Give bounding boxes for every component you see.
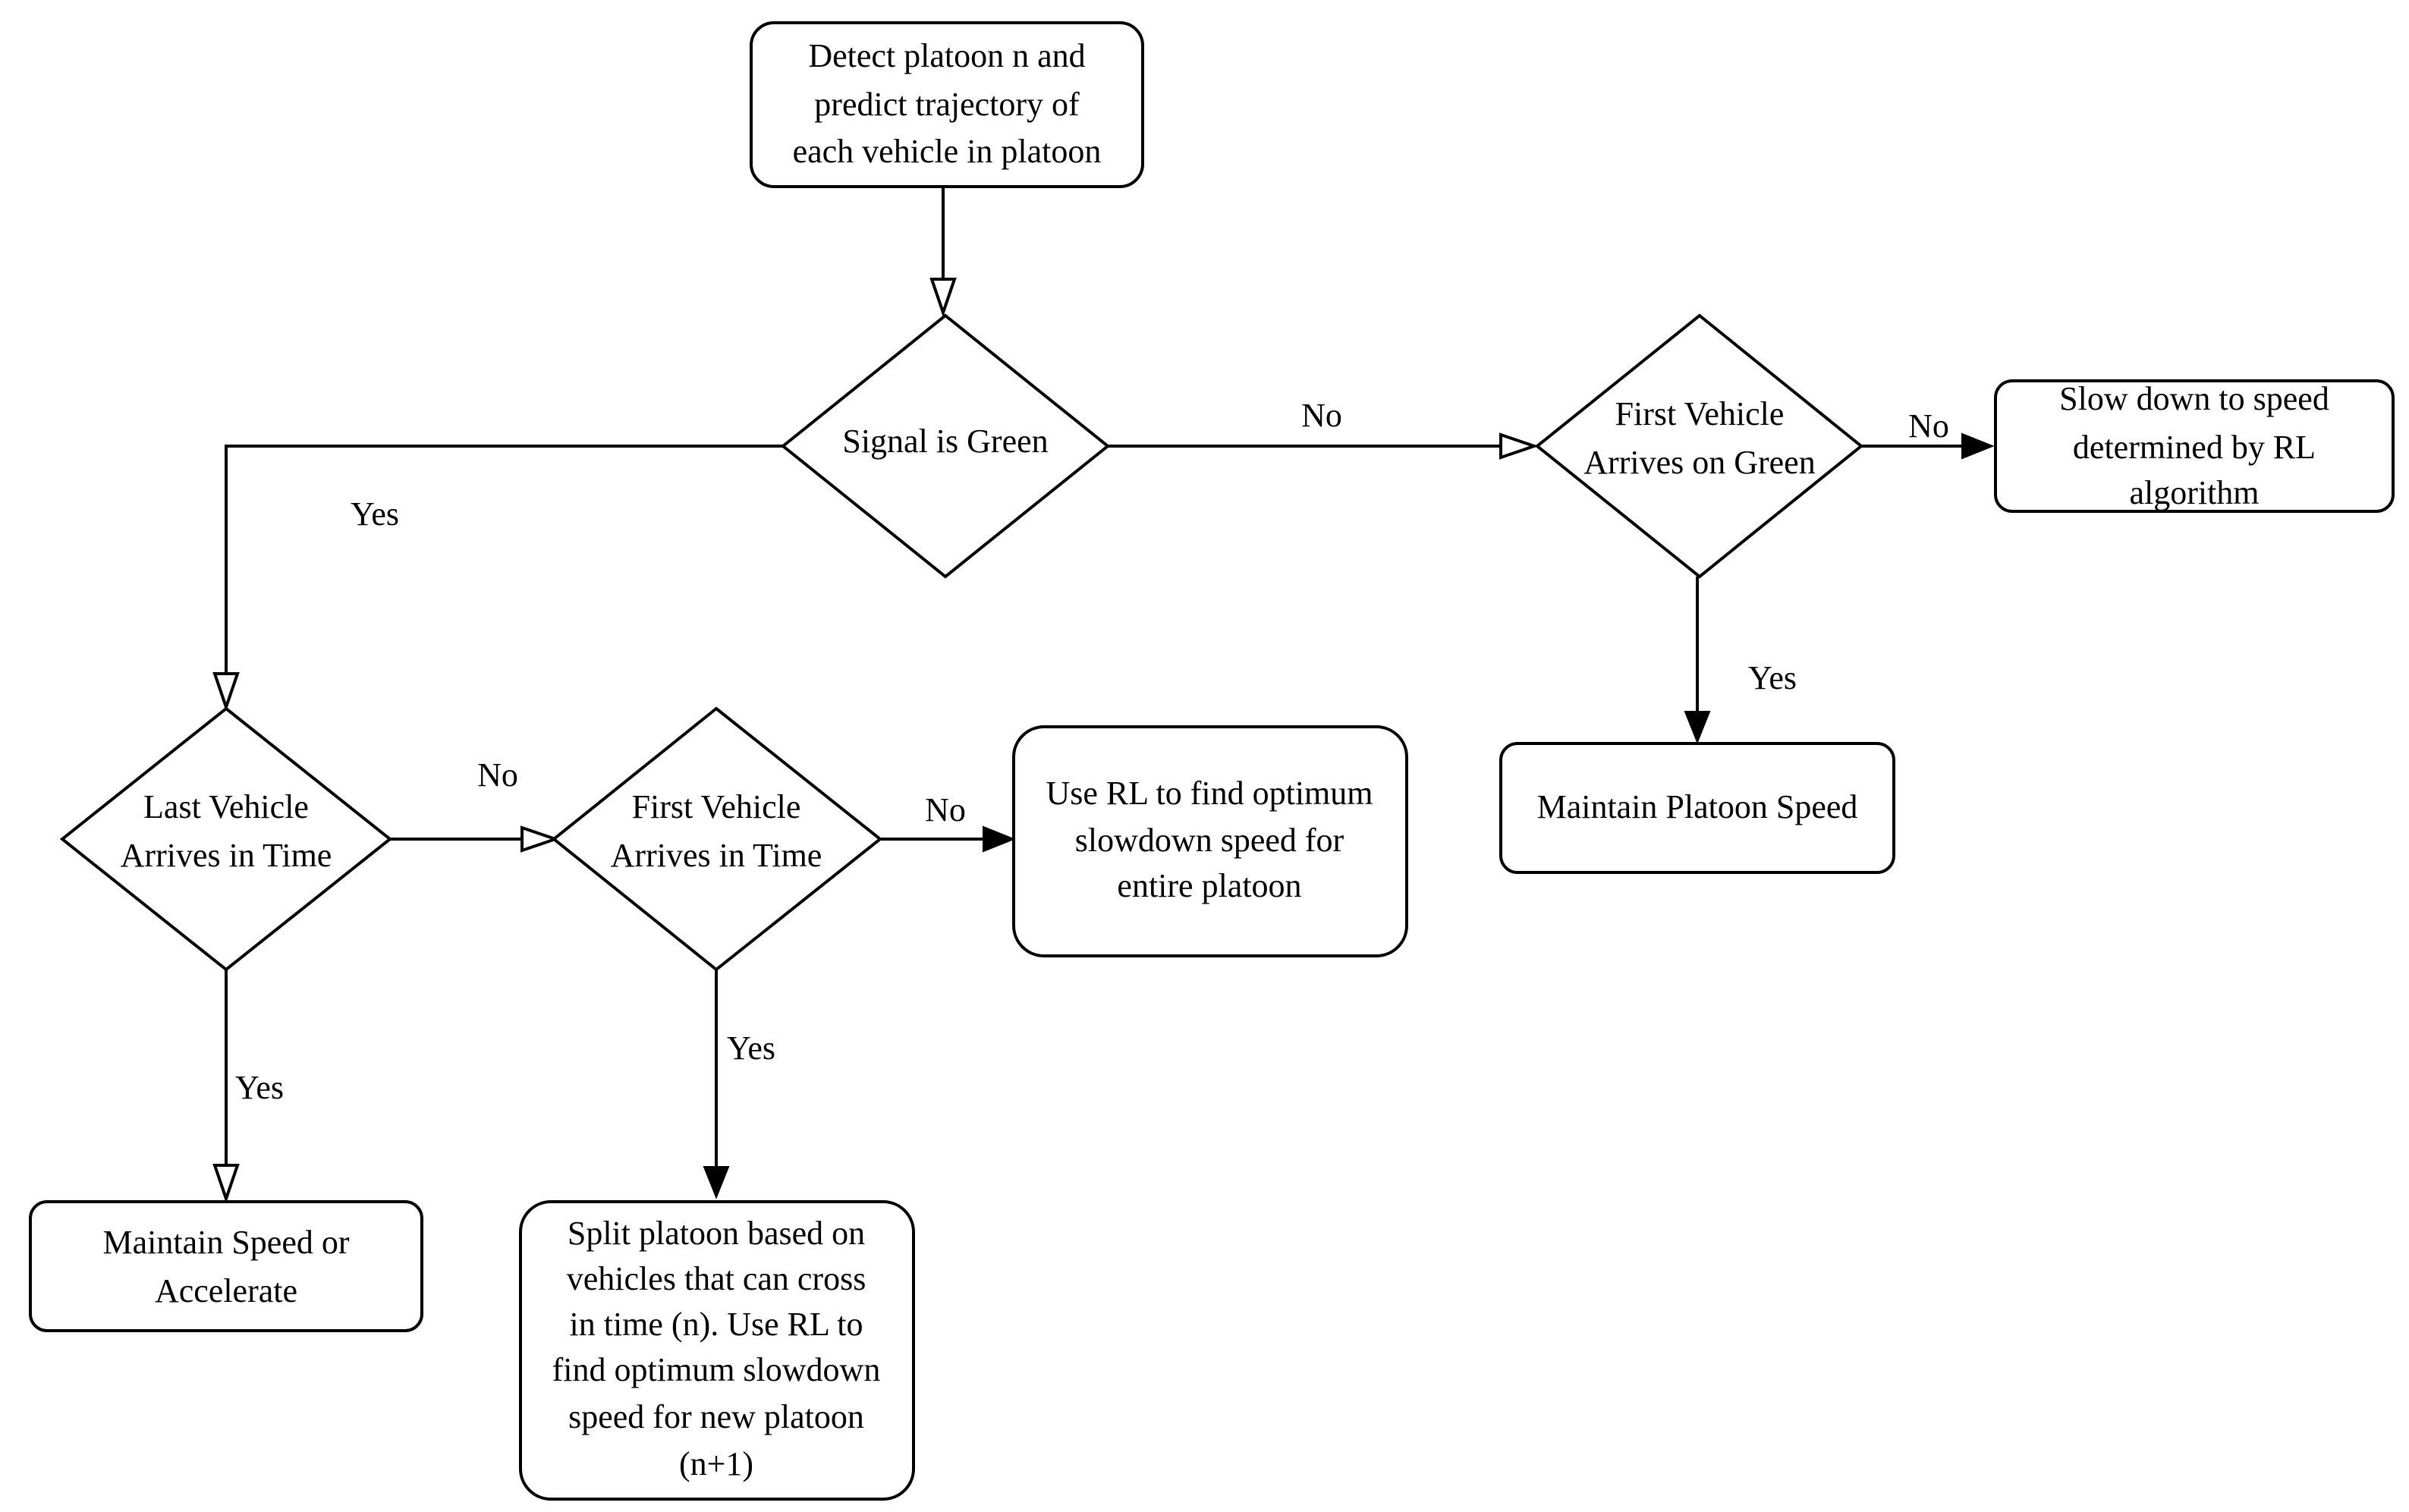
edge-label-fvt-no: No — [925, 791, 966, 828]
edge-signal-to-last-vehicle-time — [212, 445, 783, 712]
decision-fvg-line-2: Arrives on Green — [1583, 444, 1815, 481]
decision-last-vehicle-time: Last Vehicle Arrives in Time — [59, 706, 393, 972]
decision-lvt-line-1: Last Vehicle — [143, 788, 309, 825]
edge-label-lvt-no: No — [477, 756, 518, 794]
edge-label-signal-yes: Yes — [351, 495, 399, 533]
edge-first-vehicle-green-to-maintain-platoon — [1684, 577, 1711, 744]
node-split-platoon: Split platoon based on vehicles that can… — [519, 1200, 915, 1501]
edge-detect-to-signal — [929, 188, 957, 318]
node-maintain-platoon-speed: Maintain Platoon Speed — [1499, 742, 1895, 874]
node-detect-platoon: Detect platoon n and predict trajectory … — [750, 21, 1144, 188]
edge-label-lvt-yes: Yes — [235, 1069, 284, 1106]
edge-label-fvg-no: No — [1908, 407, 1949, 445]
edge-last-vehicle-to-first-vehicle-time — [390, 825, 561, 853]
decision-signal-green-line-1: Signal is Green — [842, 423, 1048, 460]
decision-first-vehicle-time: First Vehicle Arrives in Time — [551, 706, 883, 972]
edge-label-signal-no: No — [1301, 397, 1342, 434]
node-maintain-platoon-line-1: Maintain Platoon Speed — [1537, 788, 1858, 825]
node-detect-line-1: Detect platoon n and — [808, 37, 1085, 74]
node-slow-down: Slow down to speed determined by RL algo… — [1994, 379, 2395, 513]
edge-first-vehicle-time-to-split-platoon — [703, 970, 730, 1199]
decision-first-vehicle-green: First Vehicle Arrives on Green — [1534, 313, 1864, 579]
decision-fvt-line-1: First Vehicle — [632, 788, 801, 825]
node-detect-line-3: each vehicle in platoon — [793, 133, 1102, 170]
node-split-line-1: Split platoon based on — [568, 1215, 865, 1252]
node-maintain-speed-accelerate: Maintain Speed or Accelerate — [29, 1200, 423, 1332]
edge-first-vehicle-green-to-slow-down — [1861, 432, 1995, 460]
edge-label-fvg-yes: Yes — [1748, 659, 1797, 696]
node-slow-down-line-3: algorithm — [2129, 474, 2259, 511]
node-maintain-accelerate-line-1: Maintain Speed or — [102, 1224, 349, 1261]
node-use-rl-line-2: slowdown speed for — [1075, 822, 1344, 859]
decision-fvt-line-2: Arrives in Time — [611, 837, 822, 874]
edge-signal-to-first-vehicle-green — [1108, 432, 1539, 460]
decision-signal-green: Signal is Green — [780, 313, 1111, 579]
node-split-line-3: in time (n). Use RL to — [570, 1306, 863, 1343]
node-slow-down-line-2: determined by RL — [2073, 429, 2316, 466]
edge-first-vehicle-time-to-use-rl — [880, 825, 1016, 853]
decision-lvt-line-2: Arrives in Time — [121, 837, 332, 874]
node-detect-line-2: predict trajectory of — [814, 86, 1080, 123]
edge-label-fvt-yes: Yes — [727, 1029, 775, 1067]
node-split-line-2: vehicles that can cross — [567, 1260, 866, 1297]
edge-last-vehicle-to-maintain-accelerate — [212, 970, 240, 1204]
node-use-rl: Use RL to find optimum slowdown speed fo… — [1012, 725, 1408, 957]
node-slow-down-line-1: Slow down to speed — [2059, 380, 2329, 417]
node-use-rl-line-3: entire platoon — [1117, 867, 1301, 904]
decision-fvg-line-1: First Vehicle — [1615, 395, 1785, 432]
node-split-line-5: speed for new platoon — [568, 1398, 864, 1435]
node-split-line-4: find optimum slowdown — [552, 1351, 881, 1388]
node-split-line-6: (n+1) — [679, 1445, 753, 1482]
node-use-rl-line-1: Use RL to find optimum — [1046, 775, 1373, 812]
node-maintain-accelerate-line-2: Accelerate — [155, 1272, 297, 1309]
